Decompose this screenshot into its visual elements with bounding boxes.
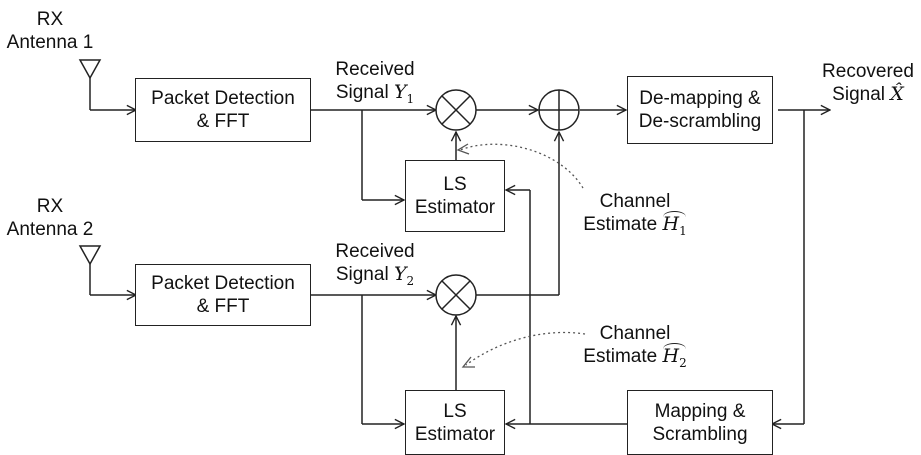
channel-estimate-1-pointer (459, 143, 584, 189)
packet-detection-block-1: Packet Detection& FFT (135, 78, 311, 142)
demapping-block: De-mapping &De-scrambling (627, 76, 773, 144)
multiplier-1-icon (435, 89, 477, 131)
received-signal-1-label: Received Signal Y1 (335, 59, 415, 106)
recovered-signal-label: Recovered Signal X̂ (822, 61, 914, 105)
antenna-2-line1: RX (36, 196, 64, 217)
antenna-1-icon (78, 59, 136, 110)
packet-detection-block-2: Packet Detection& FFT (135, 264, 311, 326)
received-signal-2-label: Received Signal Y2 (335, 241, 415, 288)
adder-icon (538, 89, 580, 131)
channel-estimate-2-pointer (465, 331, 586, 366)
multiplier-2-icon (435, 274, 477, 316)
antenna-2-icon (78, 245, 136, 295)
antenna-2-line2: Antenna 2 (6, 219, 94, 240)
channel-estimate-1-label: Channel Estimate H1 (575, 190, 695, 243)
channel-estimate-2-label: Channel Estimate H2 (575, 322, 695, 375)
antenna-1-line2: Antenna 1 (6, 32, 94, 53)
mapping-block: Mapping &Scrambling (627, 390, 773, 455)
antenna-2-label: RX Antenna 2 (0, 195, 100, 241)
antenna-1-label: RX Antenna 1 (0, 8, 100, 54)
antenna-1-line1: RX (36, 9, 64, 30)
